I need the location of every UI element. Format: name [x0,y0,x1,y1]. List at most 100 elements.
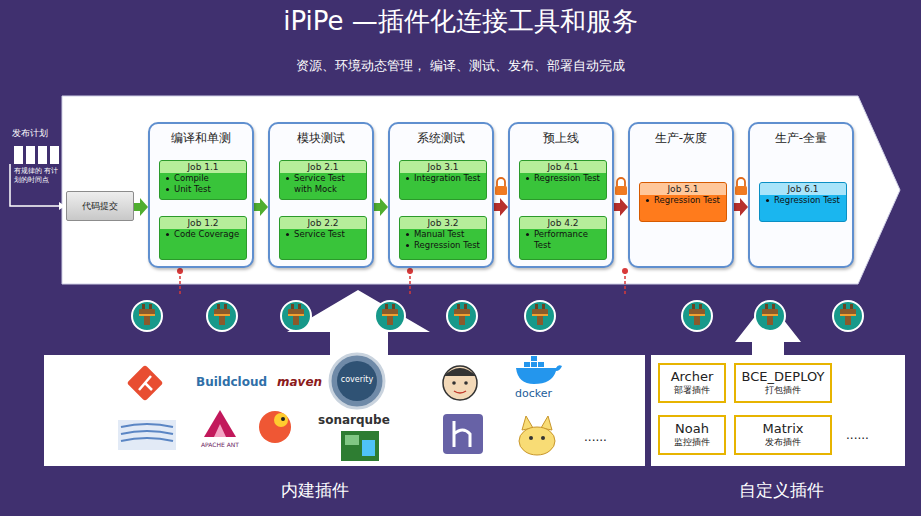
stage-title: 生产-全量 [750,124,852,147]
plan-bar [14,146,23,164]
lock-shackle [737,178,745,186]
plugin-name: Matrix [763,421,804,436]
job-id: Job 4.2 [520,217,606,229]
coverity-logo [330,354,384,408]
stage-title: 模块测试 [270,124,372,147]
logo-lines [118,420,176,450]
up-arrow [735,300,801,356]
job-step: Performance Test [520,229,606,250]
flow-arrow [134,198,148,216]
job-step: Integration Test [400,173,486,184]
job-step: Code Coverage [160,229,246,240]
tomcat-eye [541,436,545,440]
plugin-icon [281,301,311,331]
job-step: Regression Test [760,195,846,206]
plugin-icon [682,301,712,331]
stage-box: 编译和单测 Job 1.1CompileUnit TestJob 1.2Code … [148,122,254,268]
job-box: Job 4.2Performance Test [519,216,607,260]
plugin-icon [132,301,162,331]
job-id: Job 3.2 [400,217,486,229]
commit-box: 代码提交 [66,191,134,221]
docker-box [531,362,537,367]
heroku-logo [443,414,483,454]
git-logo-branch [139,376,152,390]
jenkins-eye [464,381,468,385]
job-box: Job 2.2Service Test [279,216,367,260]
plugin-type: 发布插件 [765,436,801,449]
stage-title: 生产-灰度 [630,124,732,147]
flow-arrow [494,198,508,216]
stage-box: 生产-全量 Job 6.1Regression Test [748,122,854,268]
plugin-type: 打包插件 [765,384,801,397]
plugin-box: Matrix发布插件 [734,415,832,455]
lock-icon [495,186,507,195]
logo-text: APACHE ANT [190,441,250,448]
plugin-icon [207,301,237,331]
job-box: Job 6.1Regression Test [759,182,847,222]
job-step: Regression Test [400,240,486,251]
stage-box: 系统测试 Job 3.1Integration TestJob 3.2Manual… [388,122,494,268]
flow-arrow [614,198,628,216]
plugin-box: Archer部署插件 [658,363,726,403]
logo-text: coverity [329,375,385,385]
logo-text: docker [515,387,565,400]
jenkins-eye [452,381,456,385]
title: iPiPe —插件化连接工具和服务 [0,4,921,39]
job-step: Unit Test [160,184,246,195]
ellipsis: ...... [846,428,896,442]
job-box: Job 3.1Integration Test [399,160,487,200]
pipeline-band [62,96,900,284]
plan-bar [50,146,59,164]
docker-box [538,362,544,367]
job-box: Job 1.1CompileUnit Test [159,160,247,200]
dashed-link [179,271,181,294]
job-box: Job 2.1Service Test with Mock [279,160,367,200]
sonar-picture [341,431,379,461]
builtin-panel [44,355,645,466]
job-id: Job 1.2 [160,217,246,229]
logo-lines-wave [121,424,173,441]
job-id: Job 1.1 [160,161,246,173]
plugin-icon [447,301,477,331]
ellipsis: ...... [584,430,634,444]
custom-panel [651,355,905,466]
commit-label: 代码提交 [82,200,118,213]
plugin-box: BCE_DEPLOY打包插件 [734,363,832,403]
stage-box: 模块测试 Job 2.1Service Test with MockJob 2.2… [268,122,374,268]
flow-arrow [734,198,748,216]
flow-arrow [254,198,268,216]
logo-text: maven [277,375,327,389]
heroku-logo-mark [454,421,470,447]
logo-text: Buildcloud [196,375,276,389]
git-logo [127,365,164,402]
plan-label: 发布计划 [12,128,72,139]
plugin-name: Noah [675,421,709,436]
lock-shackle [617,178,625,186]
jenkins-mouth [454,391,466,393]
link-dot [177,268,183,274]
plugin-icon [375,301,405,331]
job-id: Job 3.1 [400,161,486,173]
dashed-link [624,271,626,294]
job-step: Regression Test [640,195,726,206]
plan-arrowhead [59,202,65,210]
lock-icon [615,186,627,195]
lock-icon [735,186,747,195]
stage-box: 生产-灰度Job 5.1Regression Test [628,122,734,268]
job-id: Job 2.1 [280,161,366,173]
stage-title: 编译和单测 [150,124,252,147]
job-step: Manual Test [400,229,486,240]
tomcat-eye [529,436,533,440]
docker-box [524,362,530,367]
jenkins-hair [444,368,476,376]
logo-text: sonarqube [318,413,408,427]
plugin-type: 部署插件 [674,384,710,397]
flow-arrow [374,198,388,216]
plugin-name: BCE_DEPLOY [742,369,825,384]
job-box: Job 4.1Regression Test [519,160,607,200]
stage-title: 系统测试 [390,124,492,147]
job-box: Job 3.2Manual TestRegression Test [399,216,487,260]
dashed-link [409,271,411,294]
plugin-box: Noah监控插件 [658,415,726,455]
